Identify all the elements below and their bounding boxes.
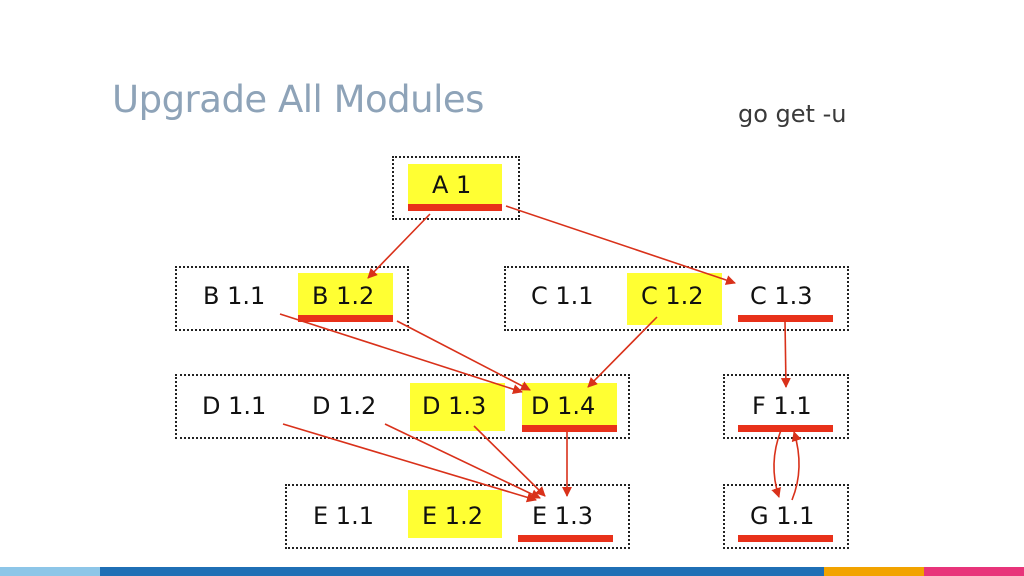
- highlight-b12: [298, 273, 393, 321]
- selected-underline-d14: [522, 425, 617, 432]
- footer-segment-blue: [100, 567, 824, 576]
- footer-segment-orange: [824, 567, 924, 576]
- module-c13: C 1.3: [750, 282, 813, 310]
- module-a1: A 1: [432, 171, 472, 199]
- arrow-b12-d14: [396, 320, 531, 391]
- highlight-a1: [408, 164, 502, 210]
- module-e11: E 1.1: [313, 502, 374, 530]
- module-e13: E 1.3: [532, 502, 593, 530]
- arrow-d11-e13: [282, 423, 537, 503]
- highlight-e12: [408, 490, 502, 538]
- footer-color-bar: [0, 567, 1024, 576]
- module-d11: D 1.1: [202, 392, 267, 420]
- selected-underline-e13: [518, 535, 613, 542]
- command-text: go get -u: [738, 100, 847, 128]
- module-c12: C 1.2: [641, 282, 704, 310]
- arrow-g11-f11: [791, 431, 802, 501]
- module-e12: E 1.2: [422, 502, 483, 530]
- group-a: [392, 156, 520, 220]
- selected-underline-f11: [738, 425, 833, 432]
- group-c: [504, 266, 849, 331]
- arrow-a1-b12: [367, 213, 431, 279]
- module-c11: C 1.1: [531, 282, 594, 310]
- highlight-d13: [410, 383, 505, 431]
- group-d: [175, 374, 630, 439]
- selected-underline-a1: [408, 204, 502, 211]
- arrow-b11-d14: [279, 313, 523, 394]
- module-d14: D 1.4: [531, 392, 596, 420]
- module-b12: B 1.2: [312, 282, 375, 310]
- module-d13: D 1.3: [422, 392, 487, 420]
- selected-underline-g11: [738, 535, 833, 542]
- module-b11: B 1.1: [203, 282, 266, 310]
- arrow-d13-e13: [473, 425, 546, 497]
- arrow-c13-f11: [780, 320, 791, 388]
- arrow-c12-d14: [587, 316, 658, 388]
- arrow-f11-g11: [771, 429, 782, 498]
- arrow-d12-e13: [384, 423, 541, 499]
- group-b: [175, 266, 409, 331]
- highlight-c12: [627, 273, 722, 325]
- module-g11: G 1.1: [750, 502, 815, 530]
- module-f11: F 1.1: [752, 392, 812, 420]
- highlight-d14: [522, 383, 617, 431]
- group-g: [723, 484, 849, 549]
- module-d12: D 1.2: [312, 392, 377, 420]
- arrow-a1-c13: [505, 205, 736, 285]
- page-title: Upgrade All Modules: [112, 78, 484, 121]
- footer-segment-light-blue: [0, 567, 100, 576]
- selected-underline-c13: [738, 315, 833, 322]
- selected-underline-b12: [298, 315, 393, 322]
- group-e: [285, 484, 630, 549]
- footer-segment-pink: [924, 567, 1024, 576]
